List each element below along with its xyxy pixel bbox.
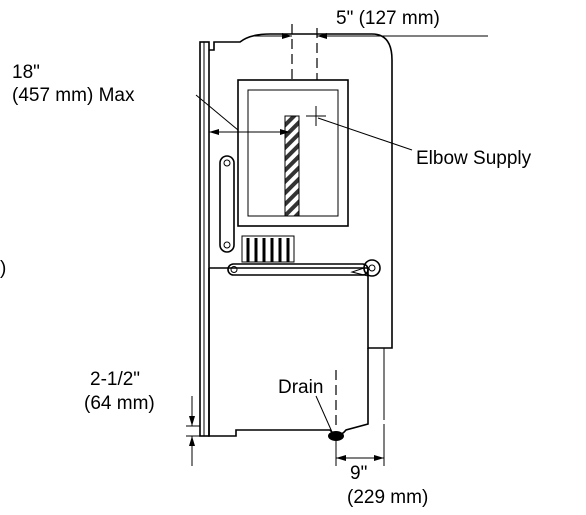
- drain-depth-inches-label: 9": [350, 463, 367, 484]
- dimension-elbow-offset: [252, 24, 488, 80]
- drain-outlet: [328, 370, 344, 441]
- dimension-drain-depth: [335, 424, 385, 466]
- elbow-supply-marker: [306, 106, 326, 126]
- drain-offset-inches-label: 2-1/2": [90, 369, 140, 390]
- drain-offset-mm-label: (64 mm): [84, 393, 155, 414]
- wall-plate: [199, 41, 210, 437]
- fixture-body-outline: [209, 33, 393, 349]
- elbow-supply-label: Elbow Supply: [416, 148, 532, 169]
- side-cut-glyph: ): [0, 258, 6, 279]
- max-height-mm-label: (457 mm) Max: [12, 85, 135, 106]
- drain-label: Drain: [278, 377, 323, 398]
- push-bar: [227, 259, 381, 277]
- vent-grille: [241, 235, 295, 263]
- elbow-supply-leader: [317, 117, 413, 151]
- supply-pipe: [284, 115, 300, 217]
- dimension-drain-offset: [186, 396, 200, 466]
- drain-leader: [315, 395, 333, 433]
- drain-depth-mm-label: (229 mm): [347, 487, 428, 508]
- elbow-offset-label: 5" (127 mm): [336, 8, 440, 29]
- vertical-handle: [219, 155, 235, 253]
- dimension-max-height: [195, 94, 290, 135]
- fixture-lower-body: [208, 268, 369, 437]
- max-height-inches-label: 18": [12, 62, 40, 83]
